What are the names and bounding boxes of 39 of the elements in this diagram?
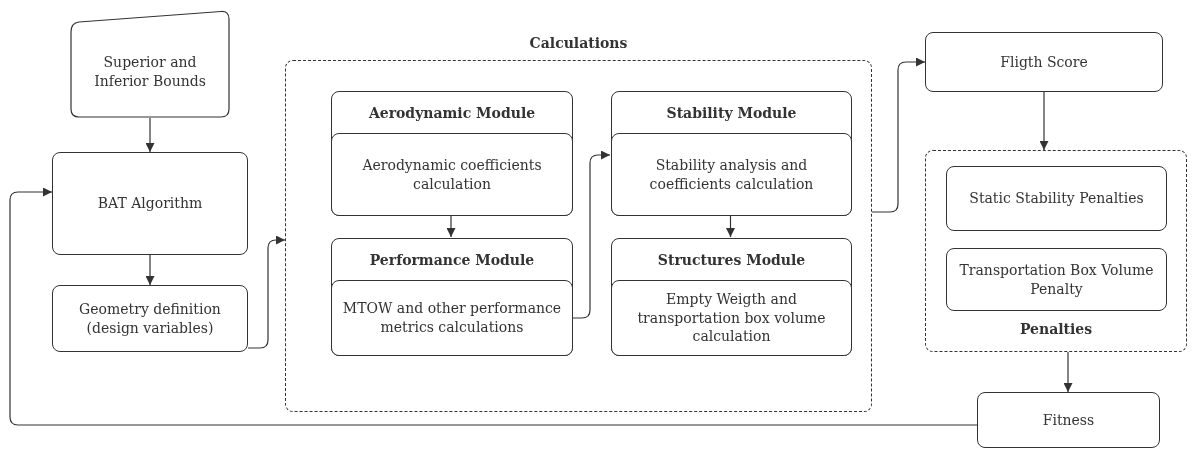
arrow: [726, 214, 735, 238]
arrow: [1063, 351, 1073, 393]
module-description: Aerodynamic coefficients calculation: [361, 155, 543, 194]
module-box: [611, 91, 852, 216]
arrow: [145, 254, 155, 286]
process-box: [52, 285, 248, 352]
arrow: [9, 187, 978, 426]
box-label: Static Stability Penalties: [968, 189, 1145, 208]
arrow: [571, 150, 611, 319]
box-label: Transportation Box Volume Penalty: [958, 260, 1155, 299]
box-label: Geometry definition (design variables): [78, 299, 222, 338]
module-heading: Aerodynamic Module: [367, 104, 537, 123]
group-title: Calculations: [528, 34, 629, 53]
group-container: [925, 150, 1187, 352]
arrow: [446, 214, 456, 238]
process-box: [977, 392, 1160, 448]
box-label: Fitness: [1041, 410, 1096, 430]
box-label: Fligth Score: [999, 52, 1089, 72]
process-box: [946, 166, 1167, 231]
module-description: Empty Weigth and transportation box volume calculation: [636, 289, 827, 347]
module-description: Stability analysis and coefficients calculation: [648, 155, 815, 194]
module-heading: Performance Module: [368, 251, 536, 270]
module-box: [611, 238, 852, 356]
arrow: [871, 57, 926, 213]
process-box: [52, 152, 248, 255]
arrow: [247, 235, 286, 349]
module-description: MTOW and other performance metrics calculations: [341, 299, 563, 337]
arrow: [1039, 91, 1049, 151]
box-label: BAT Algorithm: [96, 194, 204, 213]
group-title: Penalties: [1018, 320, 1094, 339]
module-box: [331, 238, 573, 356]
box-label: Superior and Inferior Bounds: [93, 53, 207, 91]
module-heading: Stability Module: [665, 104, 798, 123]
manual-input-shape: [70, 10, 230, 118]
arrow: [145, 117, 155, 153]
process-box: [946, 248, 1167, 311]
process-box: [925, 32, 1163, 92]
module-heading: Structures Module: [656, 251, 807, 270]
module-box: [331, 91, 573, 216]
